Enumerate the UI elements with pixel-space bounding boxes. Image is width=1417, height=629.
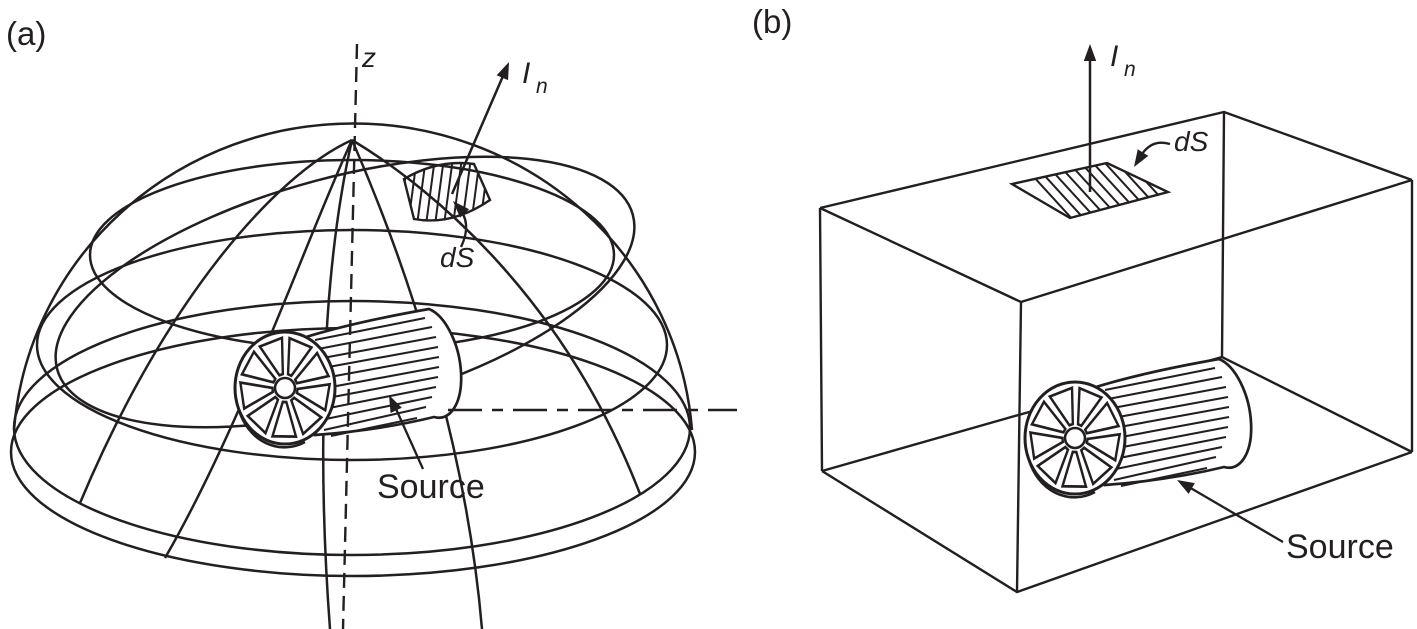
z-axis-dashed-line	[341, 43, 359, 629]
source-leader-b	[1173, 474, 1284, 543]
intensity-label-b: I	[1110, 40, 1118, 73]
intensity-label-a: I	[522, 57, 530, 90]
arrowhead-icon	[1128, 149, 1149, 171]
panel-a: (a) z I n dS Source	[6, 15, 737, 629]
surface-element-hatching-a	[404, 163, 490, 221]
intensity-arrow-b	[1083, 44, 1097, 192]
box-wireframe	[818, 110, 1414, 594]
surface-element-label-b: dS	[1174, 126, 1209, 157]
surface-element-label-a: dS	[440, 242, 475, 273]
z-axis-label: z	[361, 42, 376, 73]
surface-element-patch-a	[402, 161, 492, 222]
intensity-label-b-sub: n	[1124, 58, 1136, 81]
source-fan-b	[1025, 359, 1251, 497]
source-leader-a	[383, 392, 425, 470]
source-label-a: Source	[377, 468, 485, 506]
panel-b: (b) I n dS Source	[752, 3, 1414, 594]
ds-leader-b	[1128, 141, 1171, 171]
ds-leader-a	[448, 196, 470, 248]
box-vertical-edges	[818, 111, 1414, 593]
intensity-label-a-sub: n	[536, 75, 548, 98]
panel-b-tag: (b)	[752, 3, 792, 40]
arrowhead-icon	[496, 59, 515, 81]
arrowhead-icon	[1083, 44, 1097, 61]
intensity-arrow-a	[450, 59, 515, 195]
source-label-b: Source	[1286, 528, 1394, 566]
hemisphere-silhouette	[12, 122, 694, 431]
surface-element-patch-b	[1008, 161, 1172, 220]
panel-a-tag: (a)	[6, 15, 46, 52]
